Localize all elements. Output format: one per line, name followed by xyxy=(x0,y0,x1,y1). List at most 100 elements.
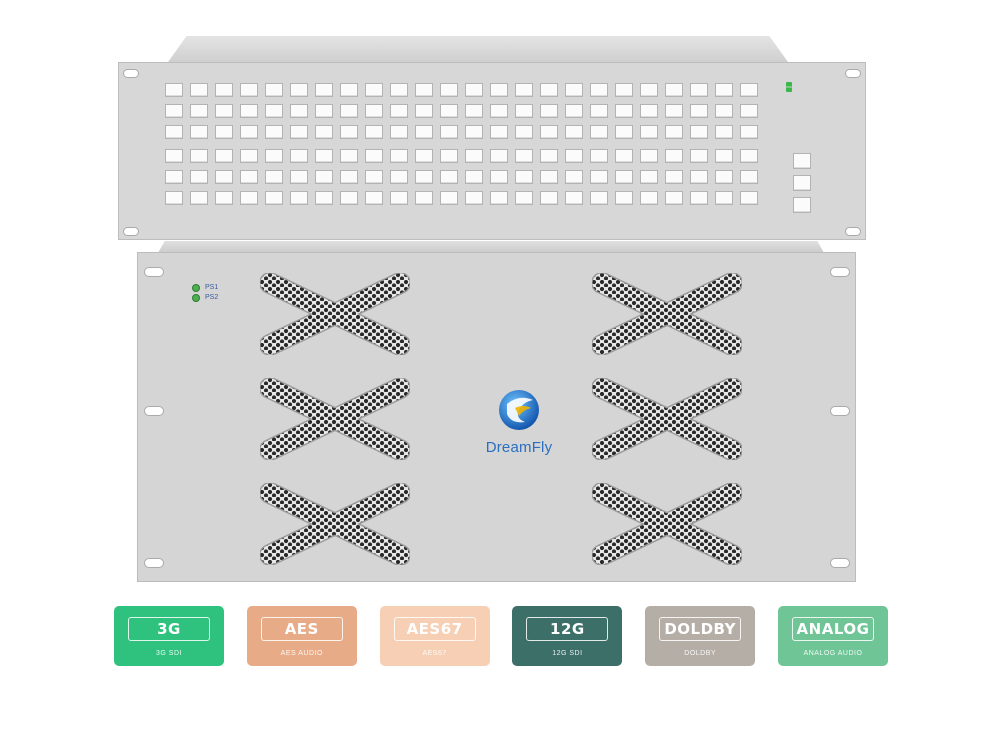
crosspoint-key[interactable] xyxy=(640,83,658,97)
crosspoint-key[interactable] xyxy=(665,125,683,139)
crosspoint-key[interactable] xyxy=(440,104,458,118)
crosspoint-key[interactable] xyxy=(590,104,608,118)
crosspoint-key[interactable] xyxy=(640,149,658,163)
crosspoint-key[interactable] xyxy=(540,83,558,97)
crosspoint-key[interactable] xyxy=(740,83,758,97)
crosspoint-key[interactable] xyxy=(665,83,683,97)
crosspoint-key[interactable] xyxy=(415,83,433,97)
crosspoint-key[interactable] xyxy=(215,125,233,139)
crosspoint-key[interactable] xyxy=(390,191,408,205)
crosspoint-key[interactable] xyxy=(390,149,408,163)
crosspoint-key[interactable] xyxy=(390,83,408,97)
crosspoint-key[interactable] xyxy=(615,83,633,97)
crosspoint-key[interactable] xyxy=(540,125,558,139)
crosspoint-key[interactable] xyxy=(240,125,258,139)
crosspoint-key[interactable] xyxy=(565,191,583,205)
crosspoint-key[interactable] xyxy=(565,125,583,139)
crosspoint-key[interactable] xyxy=(440,170,458,184)
crosspoint-key[interactable] xyxy=(465,83,483,97)
crosspoint-key[interactable] xyxy=(515,125,533,139)
crosspoint-key[interactable] xyxy=(340,170,358,184)
crosspoint-key[interactable] xyxy=(515,83,533,97)
crosspoint-key[interactable] xyxy=(540,191,558,205)
crosspoint-key[interactable] xyxy=(590,83,608,97)
crosspoint-key[interactable] xyxy=(615,149,633,163)
crosspoint-key[interactable] xyxy=(740,149,758,163)
crosspoint-key[interactable] xyxy=(190,104,208,118)
crosspoint-key[interactable] xyxy=(715,83,733,97)
crosspoint-key[interactable] xyxy=(215,149,233,163)
crosspoint-key[interactable] xyxy=(690,191,708,205)
crosspoint-key[interactable] xyxy=(315,104,333,118)
crosspoint-key[interactable] xyxy=(365,170,383,184)
crosspoint-key[interactable] xyxy=(465,191,483,205)
crosspoint-key[interactable] xyxy=(615,125,633,139)
crosspoint-key[interactable] xyxy=(640,170,658,184)
crosspoint-key[interactable] xyxy=(665,104,683,118)
crosspoint-key[interactable] xyxy=(340,125,358,139)
crosspoint-key[interactable] xyxy=(365,149,383,163)
crosspoint-key[interactable] xyxy=(415,104,433,118)
crosspoint-key[interactable] xyxy=(640,104,658,118)
crosspoint-key[interactable] xyxy=(640,191,658,205)
crosspoint-key[interactable] xyxy=(565,83,583,97)
crosspoint-key[interactable] xyxy=(415,149,433,163)
crosspoint-key[interactable] xyxy=(565,170,583,184)
crosspoint-key[interactable] xyxy=(340,104,358,118)
crosspoint-key[interactable] xyxy=(415,191,433,205)
crosspoint-key[interactable] xyxy=(215,104,233,118)
crosspoint-key[interactable] xyxy=(440,125,458,139)
crosspoint-key[interactable] xyxy=(315,170,333,184)
crosspoint-key[interactable] xyxy=(540,149,558,163)
crosspoint-key[interactable] xyxy=(715,149,733,163)
crosspoint-key[interactable] xyxy=(740,191,758,205)
crosspoint-key[interactable] xyxy=(590,125,608,139)
crosspoint-key[interactable] xyxy=(340,149,358,163)
crosspoint-key[interactable] xyxy=(515,149,533,163)
crosspoint-key[interactable] xyxy=(590,149,608,163)
crosspoint-key[interactable] xyxy=(165,104,183,118)
crosspoint-key[interactable] xyxy=(265,191,283,205)
crosspoint-key[interactable] xyxy=(165,191,183,205)
crosspoint-key[interactable] xyxy=(715,125,733,139)
crosspoint-key[interactable] xyxy=(240,191,258,205)
crosspoint-key[interactable] xyxy=(690,83,708,97)
crosspoint-key[interactable] xyxy=(615,191,633,205)
crosspoint-key[interactable] xyxy=(440,83,458,97)
crosspoint-key[interactable] xyxy=(490,149,508,163)
crosspoint-key[interactable] xyxy=(415,170,433,184)
crosspoint-key[interactable] xyxy=(190,83,208,97)
crosspoint-key[interactable] xyxy=(465,170,483,184)
crosspoint-key[interactable] xyxy=(390,170,408,184)
crosspoint-key[interactable] xyxy=(565,149,583,163)
crosspoint-key[interactable] xyxy=(215,191,233,205)
crosspoint-key[interactable] xyxy=(490,125,508,139)
crosspoint-key[interactable] xyxy=(190,170,208,184)
crosspoint-key[interactable] xyxy=(365,191,383,205)
crosspoint-key[interactable] xyxy=(240,170,258,184)
crosspoint-key[interactable] xyxy=(690,170,708,184)
crosspoint-key[interactable] xyxy=(415,125,433,139)
crosspoint-key[interactable] xyxy=(240,149,258,163)
function-key[interactable] xyxy=(793,197,811,213)
crosspoint-key[interactable] xyxy=(315,191,333,205)
function-key[interactable] xyxy=(793,153,811,169)
crosspoint-key[interactable] xyxy=(365,104,383,118)
crosspoint-key[interactable] xyxy=(165,149,183,163)
crosspoint-key[interactable] xyxy=(265,149,283,163)
crosspoint-key[interactable] xyxy=(490,83,508,97)
crosspoint-key[interactable] xyxy=(640,125,658,139)
crosspoint-key[interactable] xyxy=(165,83,183,97)
crosspoint-key[interactable] xyxy=(290,83,308,97)
crosspoint-key[interactable] xyxy=(490,170,508,184)
crosspoint-key[interactable] xyxy=(365,125,383,139)
crosspoint-key[interactable] xyxy=(290,170,308,184)
crosspoint-key[interactable] xyxy=(590,191,608,205)
crosspoint-key[interactable] xyxy=(515,170,533,184)
crosspoint-key[interactable] xyxy=(290,149,308,163)
crosspoint-key[interactable] xyxy=(265,125,283,139)
crosspoint-key[interactable] xyxy=(440,191,458,205)
crosspoint-key[interactable] xyxy=(515,104,533,118)
crosspoint-key[interactable] xyxy=(290,104,308,118)
crosspoint-key[interactable] xyxy=(165,125,183,139)
